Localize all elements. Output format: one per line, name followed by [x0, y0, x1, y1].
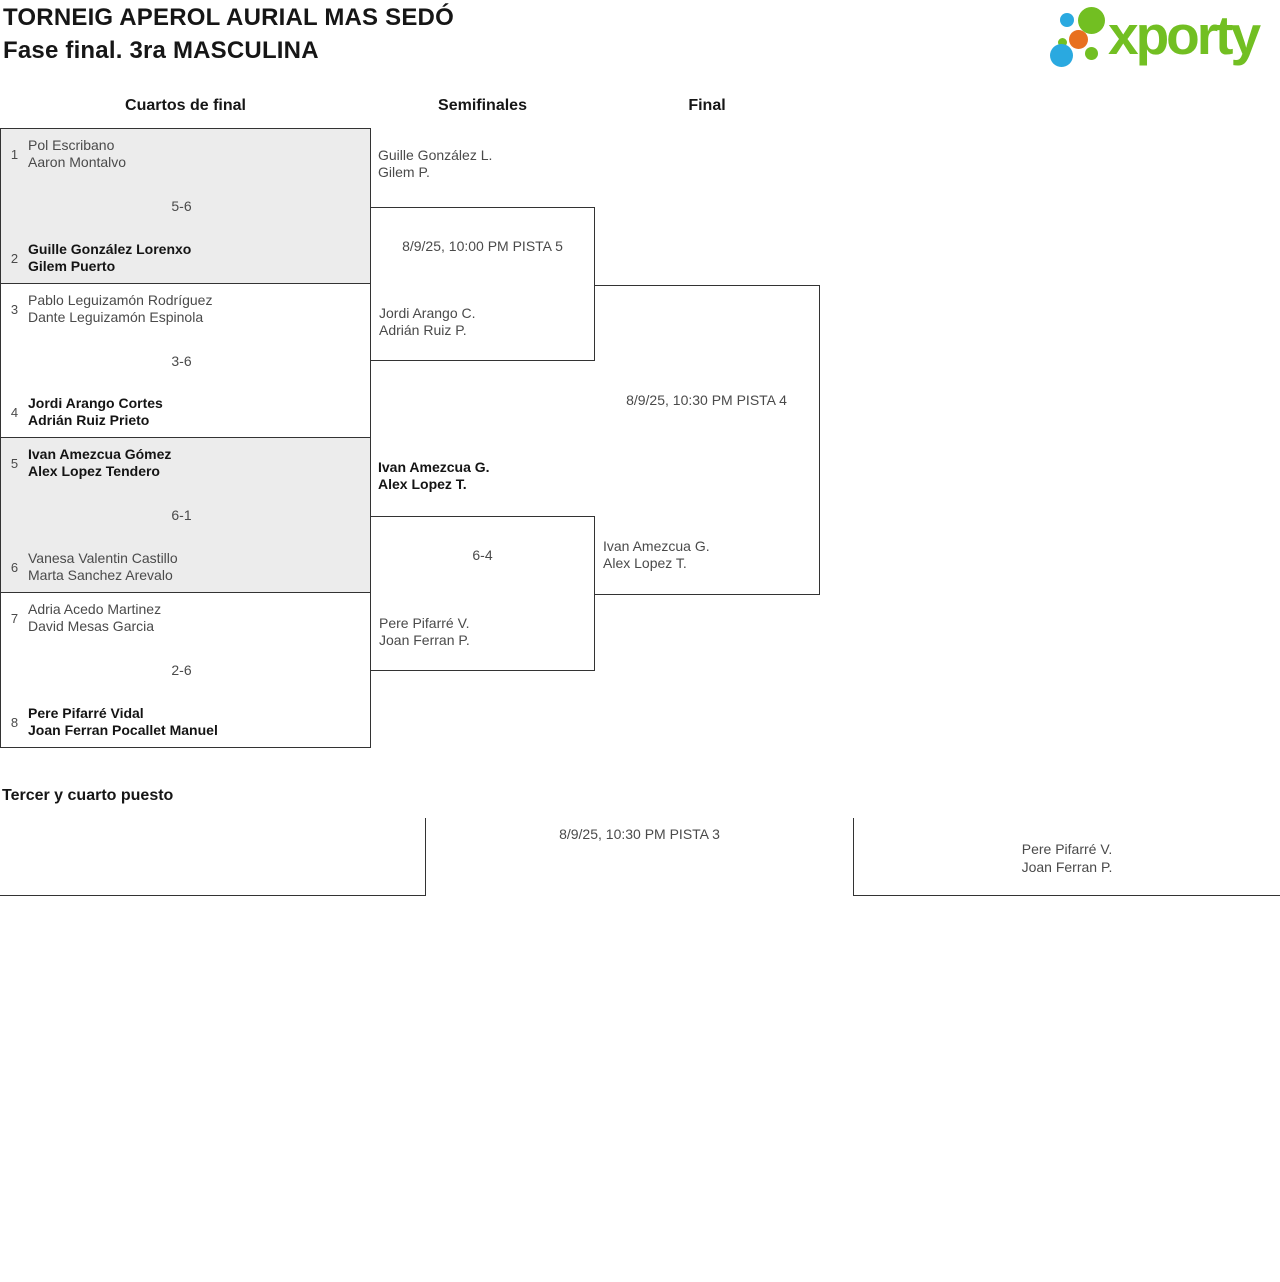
- team-names: Adria Acedo Martinez David Mesas Garcia: [28, 601, 161, 635]
- logo-dot-orange-icon: [1069, 30, 1088, 49]
- team-entry[interactable]: Jordi Arango C. Adrián Ruiz P.: [379, 305, 476, 339]
- player-name: David Mesas Garcia: [28, 618, 155, 634]
- match-schedule: 8/9/25, 10:30 PM PISTA 3: [559, 826, 720, 842]
- player-name: Joan Ferran Pocallet Manuel: [28, 722, 218, 738]
- team-names: Pere Pifarré Vidal Joan Ferran Pocallet …: [28, 705, 218, 739]
- player-name: Vanesa Valentin Castillo: [28, 550, 178, 566]
- player-name: Adrián Ruiz Prieto: [28, 412, 150, 428]
- match-score: 6-4: [472, 547, 493, 563]
- player-name: Jordi Arango C.: [379, 305, 476, 321]
- match-score: 5-6: [171, 198, 192, 214]
- team-names: Ivan Amezcua Gómez Alex Lopez Tendero: [28, 446, 171, 480]
- team-entry[interactable]: 8 Pere Pifarré Vidal Joan Ferran Pocalle…: [1, 705, 362, 739]
- seed-number: 4: [10, 404, 19, 420]
- team-entry[interactable]: 5 Ivan Amezcua Gómez Alex Lopez Tendero: [1, 446, 362, 480]
- team-entry[interactable]: 4 Jordi Arango Cortes Adrián Ruiz Prieto: [1, 395, 362, 429]
- player-name: Adrián Ruiz P.: [379, 322, 467, 338]
- team-entry[interactable]: 7 Adria Acedo Martinez David Mesas Garci…: [1, 601, 362, 635]
- team-entry[interactable]: Pere Pifarré V. Joan Ferran P.: [379, 615, 470, 649]
- team-entry[interactable]: 3 Pablo Leguizamón Rodríguez Dante Legui…: [1, 292, 362, 326]
- section-title-third-place: Tercer y cuarto puesto: [2, 787, 174, 804]
- team-entry[interactable]: 6 Vanesa Valentin Castillo Marta Sanchez…: [1, 550, 362, 584]
- round-header-final: Final: [688, 97, 726, 114]
- quarterfinal-match-3: 5 Ivan Amezcua Gómez Alex Lopez Tendero …: [0, 437, 371, 593]
- team-names: Pablo Leguizamón Rodríguez Dante Leguiza…: [28, 292, 212, 326]
- team-entry[interactable]: 1 Pol Escribano Aaron Montalvo: [1, 137, 362, 171]
- player-name: Pol Escribano: [28, 137, 115, 153]
- page-title: TORNEIG APEROL AURIAL MAS SEDÓ: [3, 4, 454, 31]
- page-header: TORNEIG APEROL AURIAL MAS SEDÓ Fase fina…: [3, 1, 454, 67]
- player-name: Pablo Leguizamón Rodríguez: [28, 292, 213, 308]
- player-name: Pere Pifarré Vidal: [28, 705, 144, 721]
- xporty-logo[interactable]: xporty: [1045, 0, 1280, 78]
- semifinal-match-1: 8/9/25, 10:00 PM PISTA 5 Jordi Arango C.…: [370, 207, 595, 361]
- player-name: Dante Leguizamón Espinola: [28, 309, 204, 325]
- round-header-cuartos: Cuartos de final: [125, 97, 246, 114]
- quarterfinal-match-1: 1 Pol Escribano Aaron Montalvo 5-6 2 Gui…: [0, 128, 371, 284]
- logo-dot-green-small-icon: [1085, 47, 1098, 60]
- team-entry[interactable]: 2 Guille González Lorenxo Gilem Puerto: [1, 241, 362, 275]
- seed-number: 6: [10, 559, 19, 575]
- match-schedule: 8/9/25, 10:30 PM PISTA 4: [626, 392, 787, 408]
- player-name: Pere Pifarré V.: [379, 615, 470, 631]
- player-name: Marta Sanchez Arevalo: [28, 567, 173, 583]
- logo-dot-green-large-icon: [1078, 7, 1105, 34]
- logo-dot-blue-large-icon: [1050, 44, 1073, 67]
- seed-number: 1: [10, 146, 19, 162]
- player-name: Joan Ferran P.: [379, 632, 470, 648]
- logo-dot-blue-small-icon: [1060, 13, 1074, 27]
- logo-dot-green-tiny-icon: [1058, 38, 1067, 47]
- player-name: Joan Ferran P.: [1021, 859, 1113, 875]
- third-place-slot-left: [0, 818, 426, 896]
- player-name: Alex Lopez Tendero: [28, 463, 160, 479]
- quarterfinal-match-2: 3 Pablo Leguizamón Rodríguez Dante Legui…: [0, 283, 371, 438]
- match-score: 2-6: [171, 662, 192, 678]
- player-name: Guille González L.: [378, 147, 493, 163]
- match-schedule: 8/9/25, 10:00 PM PISTA 5: [402, 238, 563, 254]
- final-match: 8/9/25, 10:30 PM PISTA 4 Ivan Amezcua G.…: [594, 285, 820, 595]
- team-entry[interactable]: Ivan Amezcua G. Alex Lopez T.: [378, 459, 490, 493]
- third-place-slot-right: Pere Pifarré V. Joan Ferran P.: [853, 818, 1280, 896]
- round-header-semifinales: Semifinales: [438, 97, 527, 114]
- logo-wordmark: xporty: [1108, 4, 1261, 66]
- team-names: Jordi Arango Cortes Adrián Ruiz Prieto: [28, 395, 163, 429]
- player-name: Guille González Lorenxo: [28, 241, 192, 257]
- quarterfinal-match-4: 7 Adria Acedo Martinez David Mesas Garci…: [0, 592, 371, 748]
- player-name: Jordi Arango Cortes: [28, 395, 163, 411]
- player-name: Ivan Amezcua G.: [378, 459, 490, 475]
- seed-number: 8: [10, 714, 19, 730]
- semifinal-match-2: 6-4 Pere Pifarré V. Joan Ferran P.: [370, 516, 595, 671]
- page-subtitle: Fase final. 3ra MASCULINA: [3, 37, 319, 64]
- player-name: Gilem Puerto: [28, 258, 116, 274]
- seed-number: 7: [10, 610, 19, 626]
- player-name: Aaron Montalvo: [28, 154, 127, 170]
- team-entry[interactable]: Guille González L. Gilem P.: [378, 147, 492, 181]
- player-name: Ivan Amezcua G.: [603, 538, 710, 554]
- team-names: Pol Escribano Aaron Montalvo: [28, 137, 126, 171]
- team-entry[interactable]: Ivan Amezcua G. Alex Lopez T.: [603, 538, 710, 572]
- team-names: Guille González Lorenxo Gilem Puerto: [28, 241, 191, 275]
- match-score: 6-1: [171, 507, 192, 523]
- match-score: 3-6: [171, 352, 192, 369]
- player-name: Adria Acedo Martinez: [28, 601, 162, 617]
- seed-number: 3: [10, 301, 19, 317]
- player-name: Pere Pifarré V.: [1021, 841, 1113, 857]
- player-name: Gilem P.: [378, 164, 430, 180]
- team-names: Vanesa Valentin Castillo Marta Sanchez A…: [28, 550, 178, 584]
- player-name: Alex Lopez T.: [378, 476, 467, 492]
- seed-number: 5: [10, 455, 19, 471]
- player-name: Alex Lopez T.: [603, 555, 687, 571]
- team-entry[interactable]: Pere Pifarré V. Joan Ferran P.: [854, 840, 1280, 876]
- player-name: Ivan Amezcua Gómez: [28, 446, 172, 462]
- seed-number: 2: [10, 250, 19, 266]
